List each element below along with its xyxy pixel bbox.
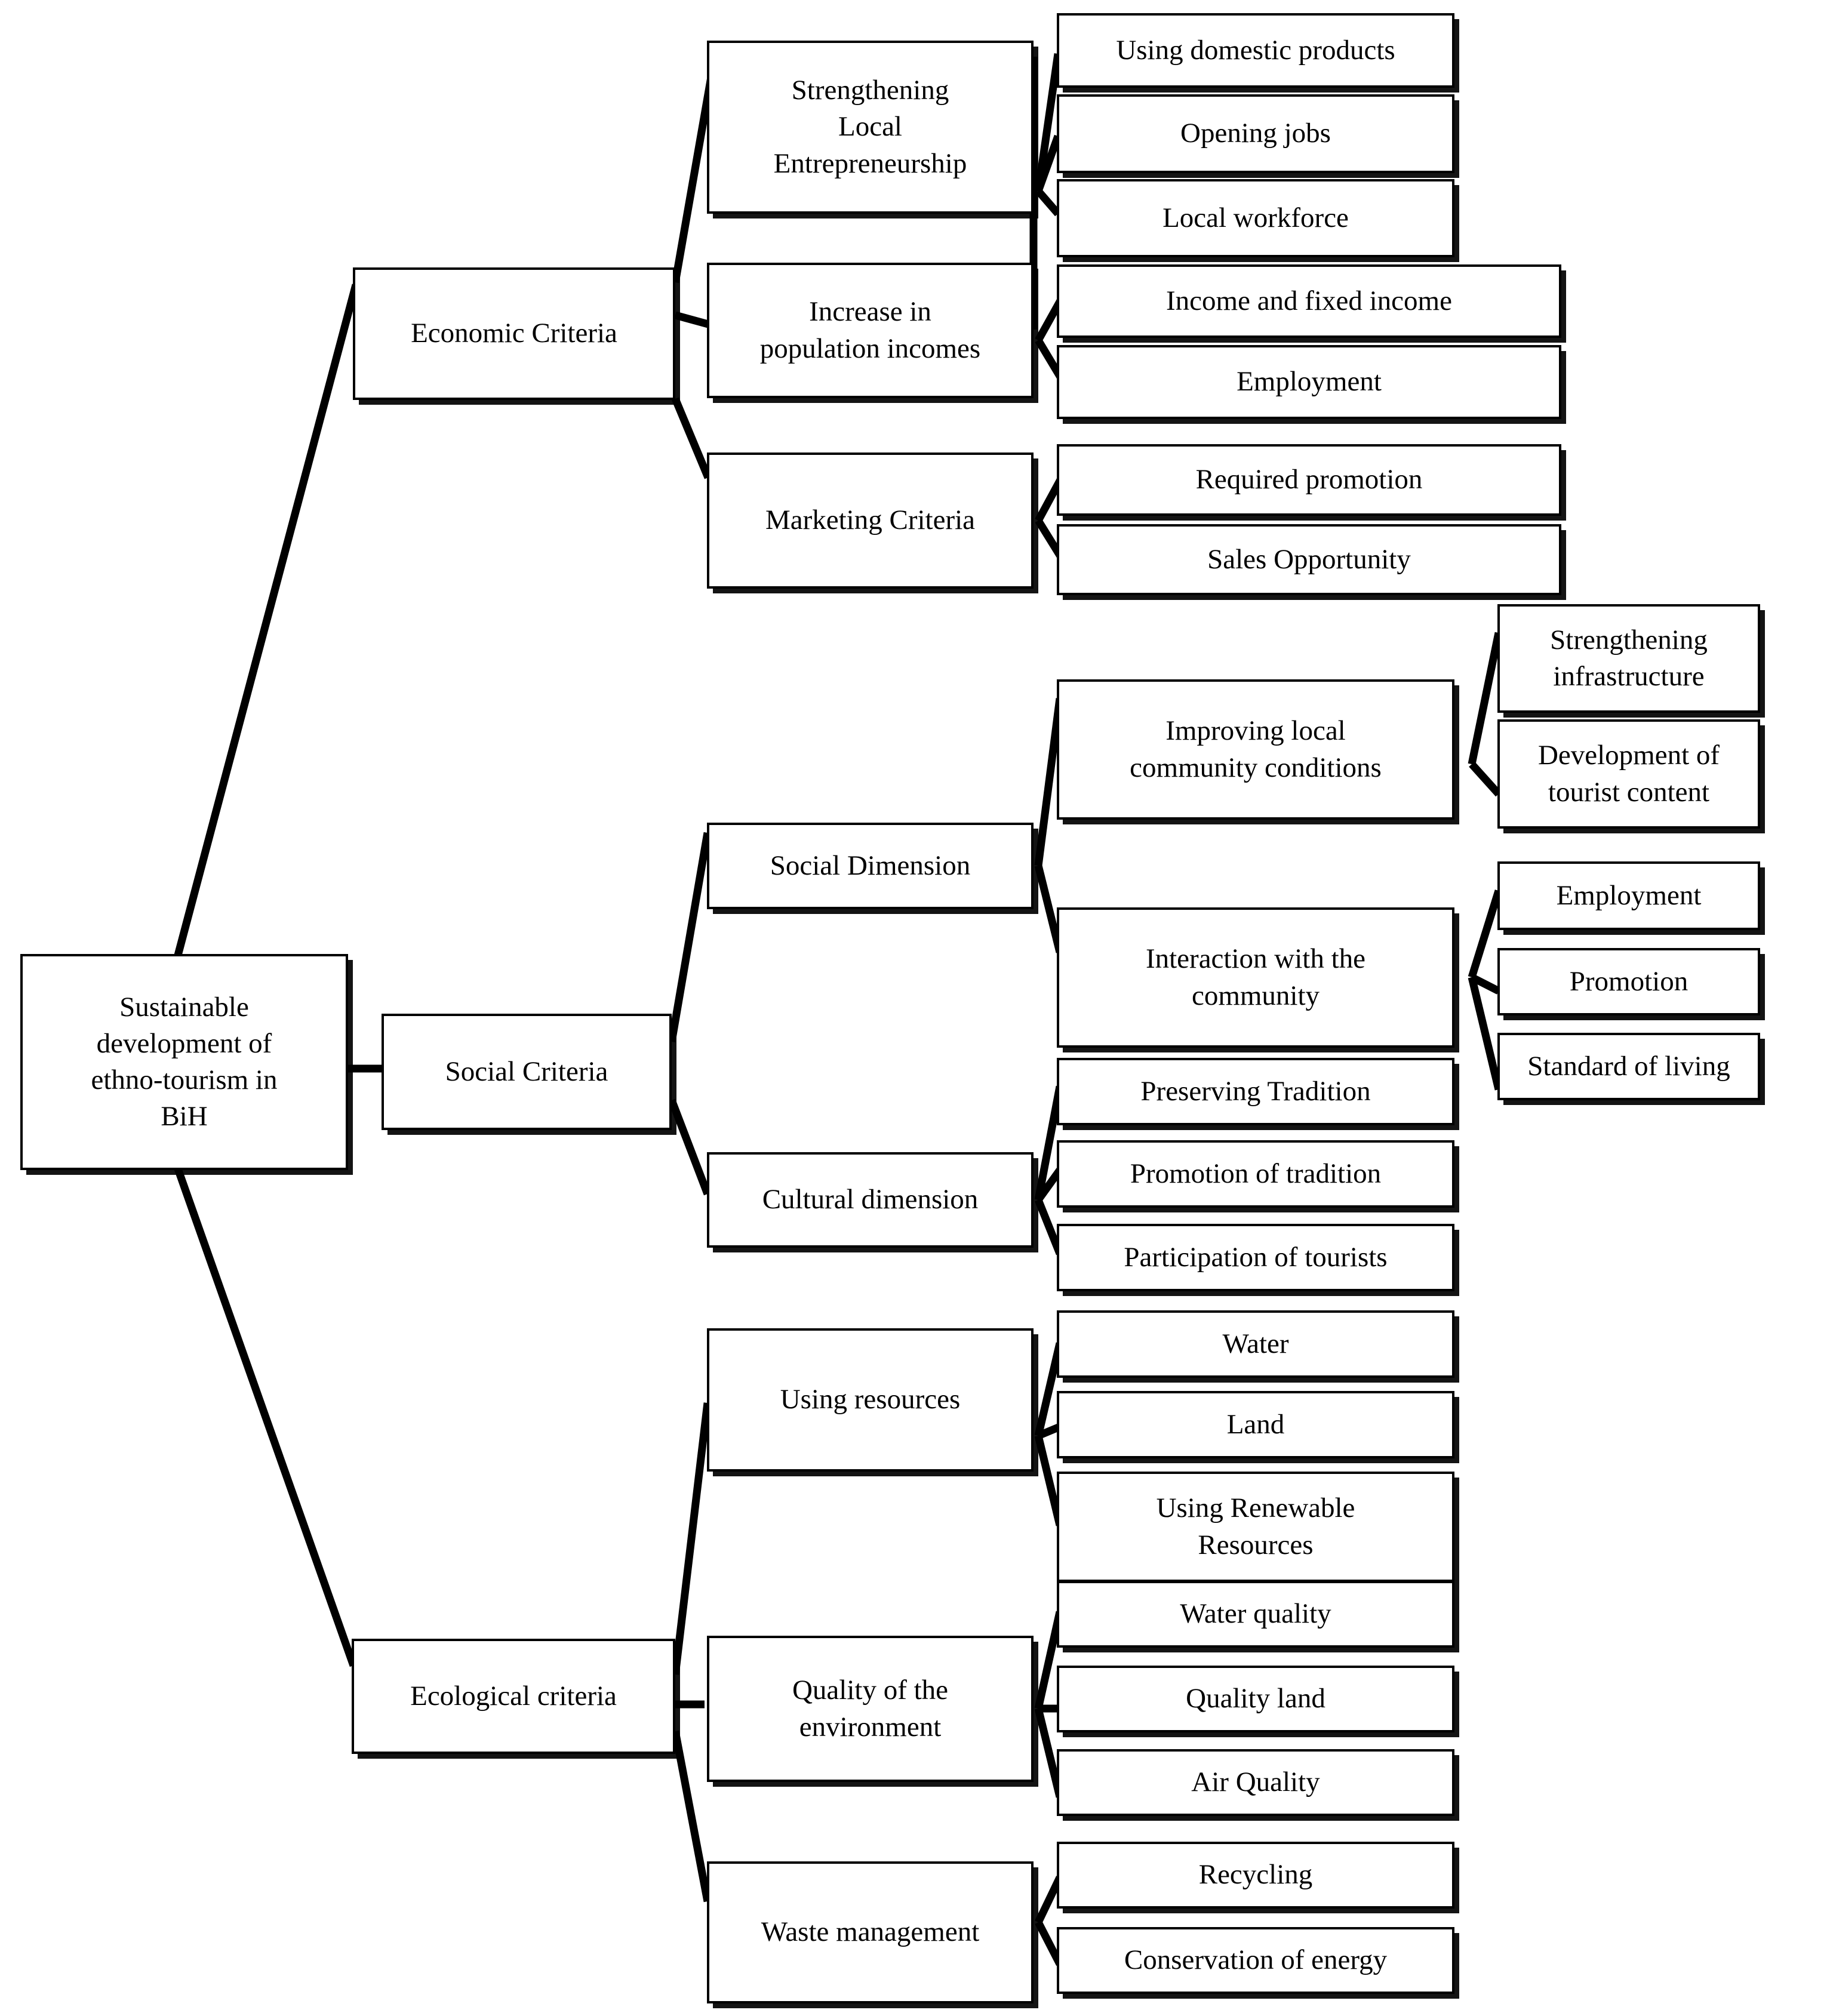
node-water[interactable]: Water [1057, 1310, 1454, 1378]
edge-improving-infrastructure [1468, 632, 1503, 765]
node-promotion-of-tradition-label: Promotion of tradition [1130, 1158, 1382, 1189]
node-participation-of-tourists[interactable]: Participation of tourists [1057, 1224, 1454, 1291]
node-opening-jobs-label: Opening jobs [1180, 118, 1331, 149]
node-social-criteria-label: Social Criteria [445, 1055, 608, 1087]
node-promotion-social[interactable]: Promotion [1497, 948, 1760, 1015]
node-local-workforce[interactable]: Local workforce [1057, 179, 1454, 257]
node-required-promotion-label: Required promotion [1195, 464, 1423, 495]
node-root-label: Sustainable development of ethno-tourism… [91, 991, 278, 1132]
node-quality-land-label: Quality land [1186, 1683, 1325, 1715]
node-water-label: Water [1222, 1328, 1289, 1359]
node-economic-criteria-label: Economic Criteria [411, 318, 617, 349]
node-employment-economic[interactable]: Employment [1057, 345, 1561, 419]
edge-interaction-employment [1468, 889, 1503, 978]
node-strengthening-local-entrepreneurship[interactable]: Strengthening Local Entrepreneurship [707, 41, 1034, 214]
node-air-quality[interactable]: Air Quality [1057, 1749, 1454, 1816]
node-improving-local-community-conditions[interactable]: Improving local community conditions [1057, 679, 1454, 820]
node-using-renewable-resources[interactable]: Using Renewable Resources [1057, 1472, 1454, 1582]
node-marketing-criteria-label: Marketing Criteria [765, 504, 976, 536]
edge-root-economic [174, 284, 360, 956]
node-using-resources[interactable]: Using resources [707, 1328, 1034, 1472]
node-cultural-dimension-label: Cultural dimension [762, 1184, 979, 1215]
node-social-criteria[interactable]: Social Criteria [382, 1014, 672, 1130]
edge-interaction-promotion [1470, 974, 1500, 995]
node-sales-opportunity-label: Sales Opportunity [1207, 543, 1411, 575]
node-improving-local-community-conditions-label: Improving local community conditions [1130, 715, 1382, 783]
node-employment-social-label: Employment [1556, 879, 1702, 911]
node-increase-population-incomes[interactable]: Increase in population incomes [707, 263, 1034, 398]
node-development-tourist-content-label: Development of tourist content [1537, 740, 1720, 808]
node-local-workforce-label: Local workforce [1162, 202, 1349, 233]
node-participation-of-tourists-label: Participation of tourists [1124, 1241, 1388, 1273]
node-quality-of-the-environment-label: Quality of the environment [792, 1675, 949, 1743]
node-strengthening-infrastructure-label: Strengthening infrastructure [1550, 624, 1708, 692]
node-conservation-of-energy-label: Conservation of energy [1124, 1944, 1388, 1976]
node-income-and-fixed-income-label: Income and fixed income [1166, 285, 1452, 316]
node-using-domestic-products-label: Using domestic products [1116, 34, 1395, 66]
node-opening-jobs[interactable]: Opening jobs [1057, 94, 1454, 173]
edge-social-cultural [668, 1098, 712, 1196]
edge-strengthening-domestic [1034, 53, 1062, 192]
edge-root-ecological [174, 1167, 358, 1667]
node-preserving-tradition[interactable]: Preserving Tradition [1057, 1058, 1454, 1125]
node-quality-land[interactable]: Quality land [1057, 1666, 1454, 1732]
edge-ecological-waste [671, 1730, 712, 1903]
node-required-promotion[interactable]: Required promotion [1057, 444, 1561, 516]
node-standard-of-living-label: Standard of living [1527, 1050, 1730, 1082]
node-promotion-social-label: Promotion [1569, 965, 1688, 997]
edge-social-socialdim [668, 832, 712, 1043]
node-economic-criteria[interactable]: Economic Criteria [353, 267, 675, 400]
node-marketing-criteria[interactable]: Marketing Criteria [707, 453, 1034, 589]
node-using-renewable-resources-label: Using Renewable Resources [1156, 1492, 1355, 1561]
node-cultural-dimension[interactable]: Cultural dimension [707, 1152, 1034, 1248]
node-income-and-fixed-income[interactable]: Income and fixed income [1057, 264, 1561, 338]
node-increase-population-incomes-label: Increase in population incomes [759, 296, 981, 364]
node-sales-opportunity[interactable]: Sales Opportunity [1057, 524, 1561, 595]
node-social-dimension[interactable]: Social Dimension [707, 823, 1034, 909]
edge-economic-marketing [672, 397, 712, 479]
node-employment-economic-label: Employment [1237, 366, 1382, 398]
node-ecological-criteria-label: Ecological criteria [410, 1680, 617, 1712]
node-social-dimension-label: Social Dimension [770, 850, 971, 881]
node-recycling[interactable]: Recycling [1057, 1842, 1454, 1909]
node-interaction-with-community[interactable]: Interaction with the community [1057, 907, 1454, 1048]
node-interaction-with-community-label: Interaction with the community [1145, 943, 1366, 1011]
node-promotion-of-tradition[interactable]: Promotion of tradition [1057, 1140, 1454, 1208]
node-land[interactable]: Land [1057, 1391, 1454, 1458]
node-strengthening-infrastructure[interactable]: Strengthening infrastructure [1497, 604, 1760, 713]
node-using-resources-label: Using resources [780, 1384, 961, 1415]
node-ecological-criteria[interactable]: Ecological criteria [352, 1639, 675, 1754]
edge-interaction-standard [1468, 976, 1503, 1091]
node-standard-of-living[interactable]: Standard of living [1497, 1033, 1760, 1100]
edge-improving-touristcontent [1469, 761, 1502, 797]
node-air-quality-label: Air Quality [1191, 1766, 1320, 1798]
node-water-quality[interactable]: Water quality [1057, 1581, 1454, 1648]
edge-economic-incomes [674, 311, 709, 328]
node-employment-social[interactable]: Employment [1497, 861, 1760, 930]
node-waste-management[interactable]: Waste management [707, 1861, 1034, 2003]
node-strengthening-local-entrepreneurship-label: Strengthening Local Entrepreneurship [773, 75, 967, 179]
node-preserving-tradition-label: Preserving Tradition [1140, 1075, 1371, 1107]
node-water-quality-label: Water quality [1180, 1598, 1331, 1630]
node-development-tourist-content[interactable]: Development of tourist content [1497, 719, 1760, 829]
node-waste-management-label: Waste management [761, 1916, 980, 1948]
node-land-label: Land [1226, 1408, 1285, 1440]
edge-strengthening-workforce [1035, 188, 1061, 217]
node-using-domestic-products[interactable]: Using domestic products [1057, 13, 1454, 88]
edge-ecological-resources [671, 1402, 712, 1675]
node-root[interactable]: Sustainable development of ethno-tourism… [20, 954, 348, 1170]
node-recycling-label: Recycling [1198, 1859, 1313, 1891]
node-conservation-of-energy[interactable]: Conservation of energy [1057, 1927, 1454, 1994]
node-quality-of-the-environment[interactable]: Quality of the environment [707, 1636, 1034, 1782]
edge-strengthening-jobs [1034, 134, 1062, 193]
